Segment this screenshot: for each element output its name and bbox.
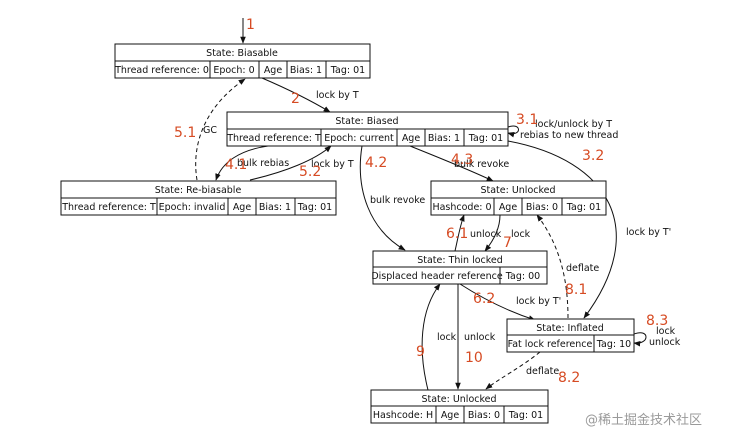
step-number: 9	[416, 344, 425, 360]
cell-thread-reference: Thread reference: T	[226, 133, 321, 144]
state-rebiasable: State: Re-biasable Thread reference: T E…	[60, 180, 337, 216]
cell-age: Age	[402, 133, 421, 144]
cell-hashcode: Hashcode: 0	[432, 202, 491, 213]
edge-label-lock-unlock-by-t: lock/unlock by T	[535, 119, 612, 130]
cell-tag: Tag: 01	[468, 133, 503, 144]
step-number: 4.3	[451, 152, 473, 168]
edge-label-lock-by-t: lock by T	[311, 159, 354, 170]
step-number: 5.1	[174, 125, 196, 141]
step-number: 8.2	[558, 370, 580, 386]
edge-label-lock: lock	[511, 229, 531, 240]
step-number: 2	[291, 91, 300, 107]
state-unlocked-top-title: State: Unlocked	[480, 185, 555, 196]
cell-tag: Tag: 01	[330, 65, 365, 76]
cell-age: Age	[264, 65, 283, 76]
state-biasable: State: Biasable Thread reference: 0 Epoc…	[114, 43, 371, 79]
cell-age: Age	[441, 410, 460, 421]
state-inflated: State: Inflated Fat lock reference Tag: …	[506, 318, 635, 353]
state-biased: State: Biased Thread reference: T Epoch:…	[226, 111, 509, 147]
edge-bulk-revoke-unlocked	[409, 145, 494, 182]
step-number: 4.2	[365, 155, 387, 171]
edge-deflate-down	[485, 351, 541, 390]
state-unlocked-bottom-title: State: Unlocked	[421, 394, 496, 405]
edge-bottom-lock	[421, 283, 441, 391]
cell-bias: Bias: 0	[526, 202, 558, 213]
cell-bias: Bias: 0	[468, 410, 500, 421]
step-number: 6.1	[446, 226, 468, 242]
step-number: 4.1	[225, 157, 247, 173]
edge-biasable-to-biased	[261, 77, 331, 113]
cell-displaced-header: Displaced header reference	[371, 271, 503, 282]
edge-label-bulk-rebias: bulk rebias	[237, 158, 289, 169]
step-number: 3.1	[516, 112, 538, 128]
edge-label-bulk-revoke: bulk revoke	[370, 195, 425, 206]
step-numbers: 1 2 3.1 5.1 3.2 4.1 5.2 4.2 4.3 6.1 7 8.…	[174, 17, 668, 386]
edge-label-gc: GC	[203, 125, 217, 136]
edge-label-unlock: unlock	[470, 229, 502, 240]
state-unlocked-bottom: State: Unlocked Hashcode: H Age Bias: 0 …	[370, 389, 549, 424]
cell-epoch: Epoch: invalid	[159, 202, 226, 213]
cell-tag: Tag: 10	[596, 339, 631, 350]
step-number: 6.2	[473, 291, 495, 307]
watermark: @稀土掘金技术社区	[585, 412, 702, 428]
cell-tag: Tag: 01	[508, 410, 543, 421]
edge-unlocked-lock	[484, 214, 501, 252]
state-biasable-title: State: Biasable	[206, 48, 278, 59]
cell-tag: Tag: 01	[566, 202, 601, 213]
edge-thin-to-inflated	[459, 283, 536, 321]
state-rebiasable-title: State: Re-biasable	[155, 185, 242, 196]
cell-age: Age	[233, 202, 252, 213]
edge-gc	[195, 78, 246, 181]
edge-inflated-self-loop	[633, 332, 647, 347]
edge-label-deflate: deflate	[526, 366, 559, 377]
edge-label-lock-by-t-prime: lock by T'	[516, 296, 561, 307]
edge-label-rebias-new-thread: rebias to new thread	[520, 130, 618, 141]
cell-bias: Bias: 1	[428, 133, 460, 144]
edge-bulk-revoke-thin	[359, 145, 406, 251]
cell-bias: Bias: 1	[259, 202, 291, 213]
edge-label-bulk-revoke: bulk revoke	[454, 159, 509, 170]
step-number: 5.2	[299, 164, 321, 180]
edge-label-deflate: deflate	[566, 263, 599, 274]
edge-label-unlock: unlock	[649, 337, 681, 348]
cell-tag: Tag: 00	[505, 271, 540, 282]
state-thin-locked: State: Thin locked Displaced header refe…	[371, 250, 548, 285]
edge-biased-self-loop	[507, 125, 519, 138]
step-number: 1	[246, 17, 255, 33]
step-number: 8.3	[646, 313, 668, 329]
edge-label-lock: lock	[656, 326, 676, 337]
cell-epoch: Epoch: 0	[213, 65, 254, 76]
step-number: 7	[503, 235, 512, 251]
edge-label-lock-by-t: lock by T	[316, 90, 359, 101]
cell-epoch: Epoch: current	[324, 133, 394, 144]
edge-biased-to-inflated	[507, 140, 617, 319]
edge-bulk-rebias	[215, 145, 269, 181]
state-biased-title: State: Biased	[335, 116, 398, 127]
edge-label-unlock: unlock	[464, 332, 496, 343]
cell-tag: Tag: 01	[297, 202, 332, 213]
edge-label-lock: lock	[437, 332, 457, 343]
cell-fat-lock-reference: Fat lock reference	[508, 339, 593, 350]
step-number: 10	[465, 350, 483, 366]
cell-thread-reference: Thread reference: T	[61, 202, 156, 213]
cell-hashcode: Hashcode: H	[373, 410, 433, 421]
edge-labels: lock by T GC lock/unlock by T rebias to …	[203, 90, 681, 377]
cell-age: Age	[499, 202, 518, 213]
cell-bias: Bias: 1	[290, 65, 322, 76]
state-thin-locked-title: State: Thin locked	[417, 255, 503, 266]
step-number: 3.2	[582, 148, 604, 164]
cell-thread-reference: Thread reference: 0	[114, 65, 209, 76]
state-inflated-title: State: Inflated	[536, 323, 604, 334]
step-number: 8.1	[565, 282, 587, 298]
edge-label-lock-by-t-prime: lock by T'	[626, 227, 671, 238]
edge-rebias-lock	[249, 145, 332, 181]
state-unlocked-top: State: Unlocked Hashcode: 0 Age Bias: 0 …	[430, 180, 607, 216]
edge-thin-unlock	[454, 214, 465, 252]
